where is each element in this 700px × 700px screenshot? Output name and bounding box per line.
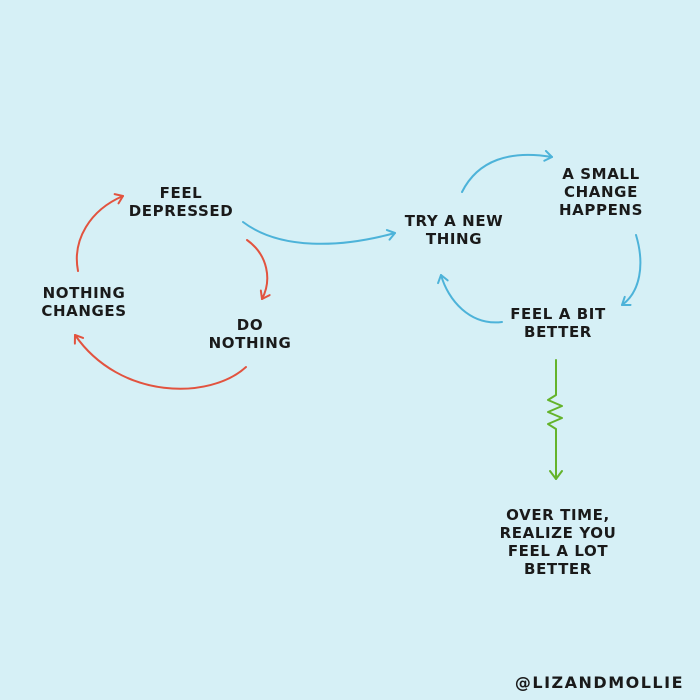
arrow-depressed-to-nothing <box>246 239 271 300</box>
node-a-small-change-happens: A SMALL CHANGE HAPPENS <box>559 165 643 219</box>
arrow-small-change-to-better <box>621 234 642 306</box>
arrow-better-to-over-time <box>547 359 563 480</box>
node-feel-depressed: FEEL DEPRESSED <box>128 184 234 220</box>
arrow-try-to-small-change <box>461 149 553 193</box>
node-over-time: OVER TIME, REALIZE YOU FEEL A LOT BETTER <box>499 506 617 578</box>
arrow-changes-to-depressed <box>75 193 124 272</box>
artist-credit: @LIZANDMOLLIE <box>514 673 684 692</box>
arrow-depressed-to-try <box>242 221 396 245</box>
arrow-better-to-try <box>437 274 503 324</box>
node-try-a-new-thing: TRY A NEW THING <box>404 212 504 248</box>
arrow-nothing-to-changes <box>73 334 247 390</box>
node-do-nothing: DO NOTHING <box>208 316 292 352</box>
node-nothing-changes: NOTHING CHANGES <box>41 284 127 320</box>
node-feel-a-bit-better: FEEL A BIT BETTER <box>510 305 606 341</box>
